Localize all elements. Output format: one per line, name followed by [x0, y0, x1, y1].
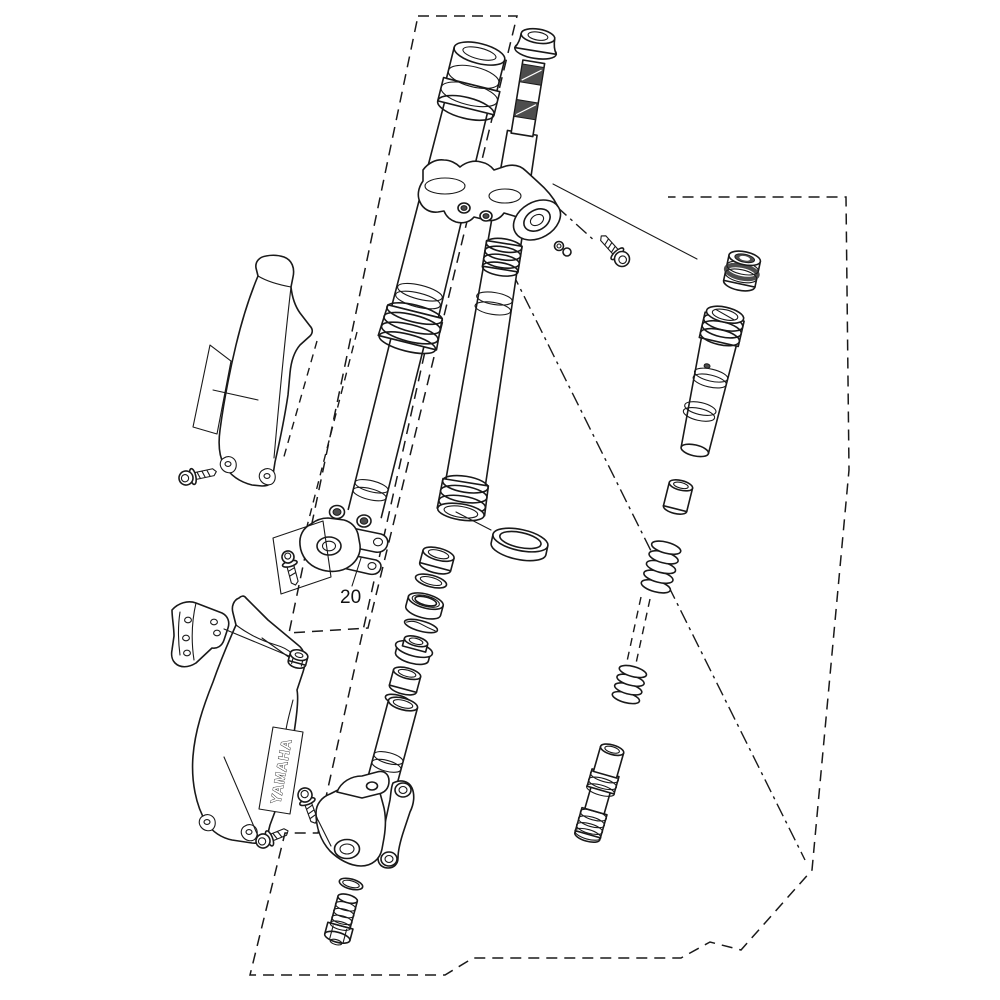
upper-protector-beak-line — [257, 275, 292, 288]
guard-bolt-leader — [223, 756, 259, 837]
handlebar-pinch-bolt — [600, 235, 631, 268]
nut-leader-2 — [261, 637, 291, 659]
upper-protector-bolt — [178, 467, 217, 486]
detail-box — [272, 520, 332, 595]
lower-guard-decal — [258, 726, 304, 815]
callout-leader — [351, 557, 362, 587]
slide-bushing — [418, 546, 455, 575]
boundary-box-right — [249, 196, 850, 976]
damper-rod-phantom-2 — [634, 598, 651, 669]
lower-guard-tab-1 — [198, 814, 216, 832]
o-ring — [338, 877, 364, 891]
damper-cap — [722, 250, 762, 292]
center-pinch-bolt — [297, 787, 319, 824]
left-bracket-pinch-bolt-1 — [332, 508, 342, 516]
upper-protector-tab-2 — [258, 468, 276, 486]
detail-box-bolt — [281, 550, 299, 586]
triple-clamp — [417, 159, 572, 257]
boundary-dash-extra — [282, 340, 318, 461]
cylinder-bleed-hole — [703, 363, 711, 369]
guard-bolt — [255, 828, 289, 849]
flange-nut — [287, 648, 309, 670]
damper-rod-phantom-1 — [625, 596, 642, 667]
rebound-spring — [640, 540, 682, 594]
nut-leader-1 — [223, 628, 290, 657]
center-bracket-sleeve — [365, 781, 379, 791]
upper-protector-tab-2-hole — [263, 473, 271, 479]
upper-protector-tab-1 — [219, 456, 237, 474]
handlebar-holder — [512, 199, 562, 241]
oil-lock-piece — [573, 743, 625, 844]
upper-protector-decal-leader — [212, 389, 259, 401]
upper-fork-protector — [192, 254, 314, 487]
center-axle-bracket — [315, 770, 415, 869]
leader-clamp-to-cap — [552, 183, 698, 260]
guard-clamp — [170, 601, 230, 668]
spring-lower — [611, 664, 648, 705]
base-valve — [323, 893, 359, 946]
damper-cylinder — [680, 305, 745, 458]
lower-fork-guard: YAMAHA — [191, 595, 306, 844]
left-bracket-axle-hole — [316, 536, 342, 556]
dust-seal — [394, 635, 434, 666]
upper-protector-tab-1-hole — [224, 461, 232, 467]
oil-seal — [404, 592, 445, 620]
center-bracket-clamp — [336, 770, 390, 799]
damper-collar — [662, 479, 694, 515]
center-pinch-bolt-leader — [317, 819, 332, 847]
clamp-bolt-2 — [482, 213, 490, 219]
center-bracket-axle-hole — [333, 838, 361, 860]
upper-protector-decal — [192, 344, 232, 435]
spacer-ring-leader — [455, 511, 492, 531]
guide-bushing — [388, 666, 422, 696]
upper-protector-fold-line — [273, 286, 292, 459]
seal-washer — [414, 573, 448, 589]
callout-number: 20 — [340, 587, 361, 608]
seal-spacer-ring — [490, 527, 549, 562]
clamp-bolt-1 — [460, 205, 468, 211]
left-axle-bracket — [299, 504, 389, 576]
lower-guard-tab-2 — [240, 824, 258, 842]
left-bracket-pinch-bolt-2 — [359, 517, 369, 525]
snap-ring — [403, 618, 439, 634]
